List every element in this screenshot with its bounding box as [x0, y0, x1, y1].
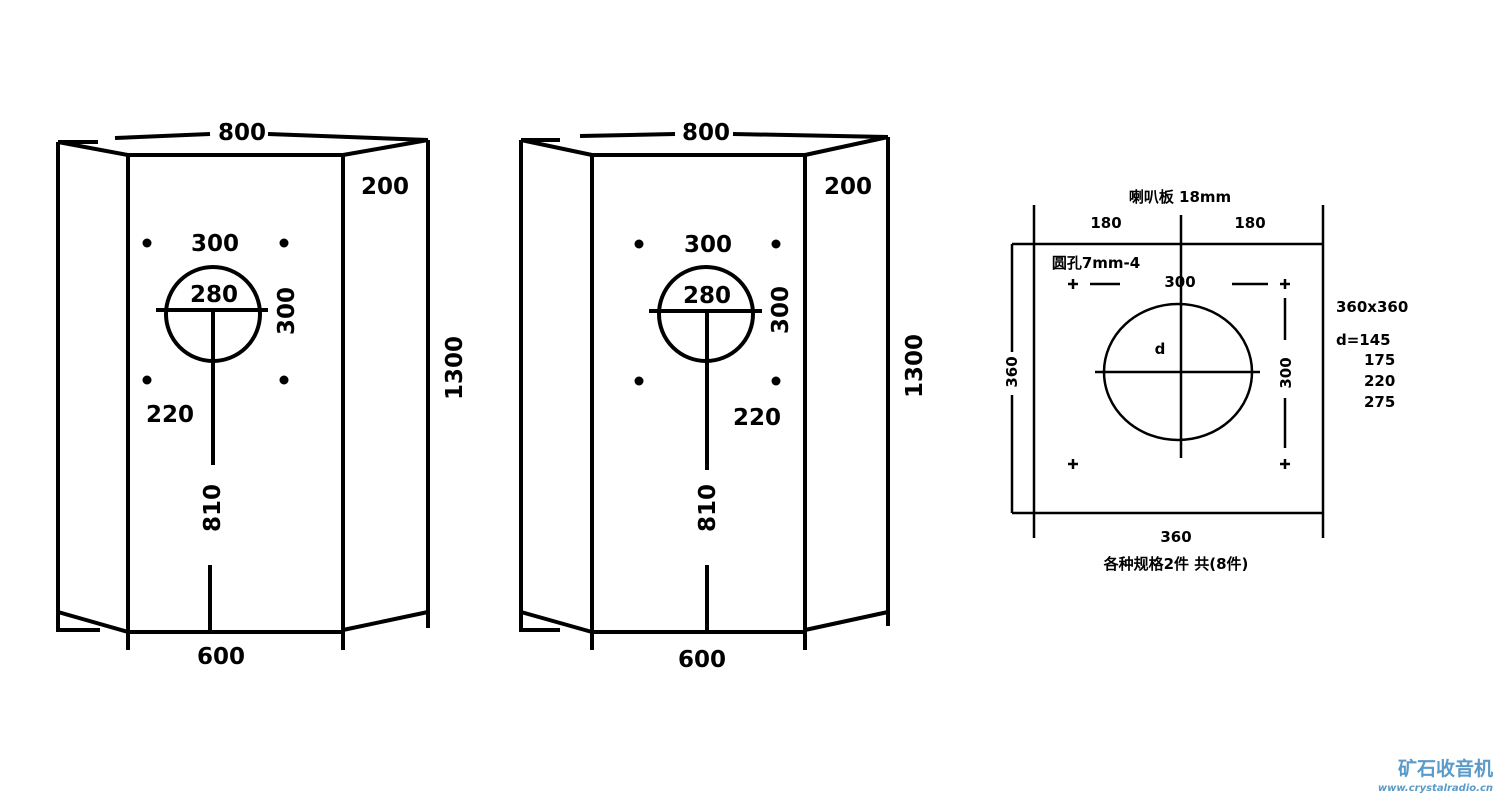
bevel-bottom-right — [804, 610, 889, 632]
top-dimension-line-mid — [114, 132, 211, 140]
mount-hole — [142, 375, 152, 385]
watermark-name: 矿石收音机 — [1398, 757, 1493, 780]
hole-spacing-horizontal: 300 — [684, 232, 732, 258]
height-label: 1300 — [902, 334, 928, 398]
center-label: 810 — [200, 484, 226, 532]
caption: 各种规格2件 共(8件) — [1103, 555, 1249, 573]
mount-hole — [771, 239, 781, 249]
width-label: 800 — [682, 120, 730, 146]
side-label: 360 — [1003, 356, 1021, 387]
top-dimension-line-right — [267, 132, 429, 142]
screw-marker — [1068, 459, 1078, 469]
diameter-option: 275 — [1364, 393, 1395, 411]
bevel-bottom-right — [342, 610, 429, 632]
mount-hole — [634, 376, 644, 386]
side-label: 200 — [361, 174, 409, 200]
cutout-label: 280 — [683, 283, 731, 309]
board-size: 360x360 — [1336, 298, 1408, 316]
hole-spacing-horizontal: 300 — [191, 231, 239, 257]
hole-spacing-horizontal: 300 — [1164, 273, 1195, 291]
bevel-top-left — [520, 138, 593, 157]
mount-hole — [771, 376, 781, 386]
mount-hole — [634, 239, 644, 249]
bevel-top-right — [804, 135, 889, 157]
mount-hole — [142, 238, 152, 248]
screw-marker — [1280, 459, 1290, 469]
top-dimension-line-mid — [579, 132, 676, 138]
bottom-label: 220 — [733, 405, 781, 431]
diameter-option: d=145 — [1336, 331, 1391, 349]
right-cabinet: 800 200 1300 300 300 280 810 220 600 — [519, 120, 928, 673]
left-span-label: 180 — [1090, 214, 1121, 232]
side-label: 200 — [824, 174, 872, 200]
diameter-symbol: d — [1155, 340, 1166, 358]
bottom-label: 360 — [1160, 528, 1191, 546]
hole-spacing-vertical: 300 — [274, 287, 300, 335]
hole-spacing-vertical: 300 — [768, 286, 794, 334]
watermark-url: www.crystalradio.cn — [1378, 783, 1493, 794]
board-title: 喇叭板 18mm — [1129, 188, 1231, 206]
bottom-label: 220 — [146, 402, 194, 428]
watermark: 矿石收音机 www.crystalradio.cn — [1378, 757, 1493, 794]
base-label: 600 — [197, 644, 245, 670]
screw-marker — [1068, 279, 1078, 289]
top-dimension-line-right — [732, 132, 889, 139]
hole-spacing-vertical: 300 — [1277, 357, 1295, 388]
cutout-label: 280 — [190, 282, 238, 308]
center-label: 810 — [695, 484, 721, 532]
base-label: 600 — [678, 647, 726, 673]
bevel-top-right — [342, 138, 429, 157]
screw-marker — [1280, 279, 1290, 289]
diameter-option: 175 — [1364, 351, 1395, 369]
mount-hole — [279, 375, 289, 385]
speaker-cutout — [1102, 302, 1254, 442]
speaker-board: 喇叭板 18mm 180 180 360 圆孔7mm-4 300 300 — [1003, 188, 1408, 573]
height-label: 1300 — [442, 336, 468, 400]
left-cabinet: 800 200 1300 300 300 280 810 220 6 — [56, 120, 468, 670]
mount-hole-note: 圆孔7mm-4 — [1052, 254, 1140, 272]
right-span-label: 180 — [1234, 214, 1265, 232]
diameter-option: 220 — [1364, 372, 1395, 390]
bevel-top-left — [57, 140, 129, 157]
mount-hole — [279, 238, 289, 248]
bevel-bottom-left — [57, 610, 129, 634]
width-label: 800 — [218, 120, 266, 146]
bevel-bottom-left — [520, 610, 593, 634]
